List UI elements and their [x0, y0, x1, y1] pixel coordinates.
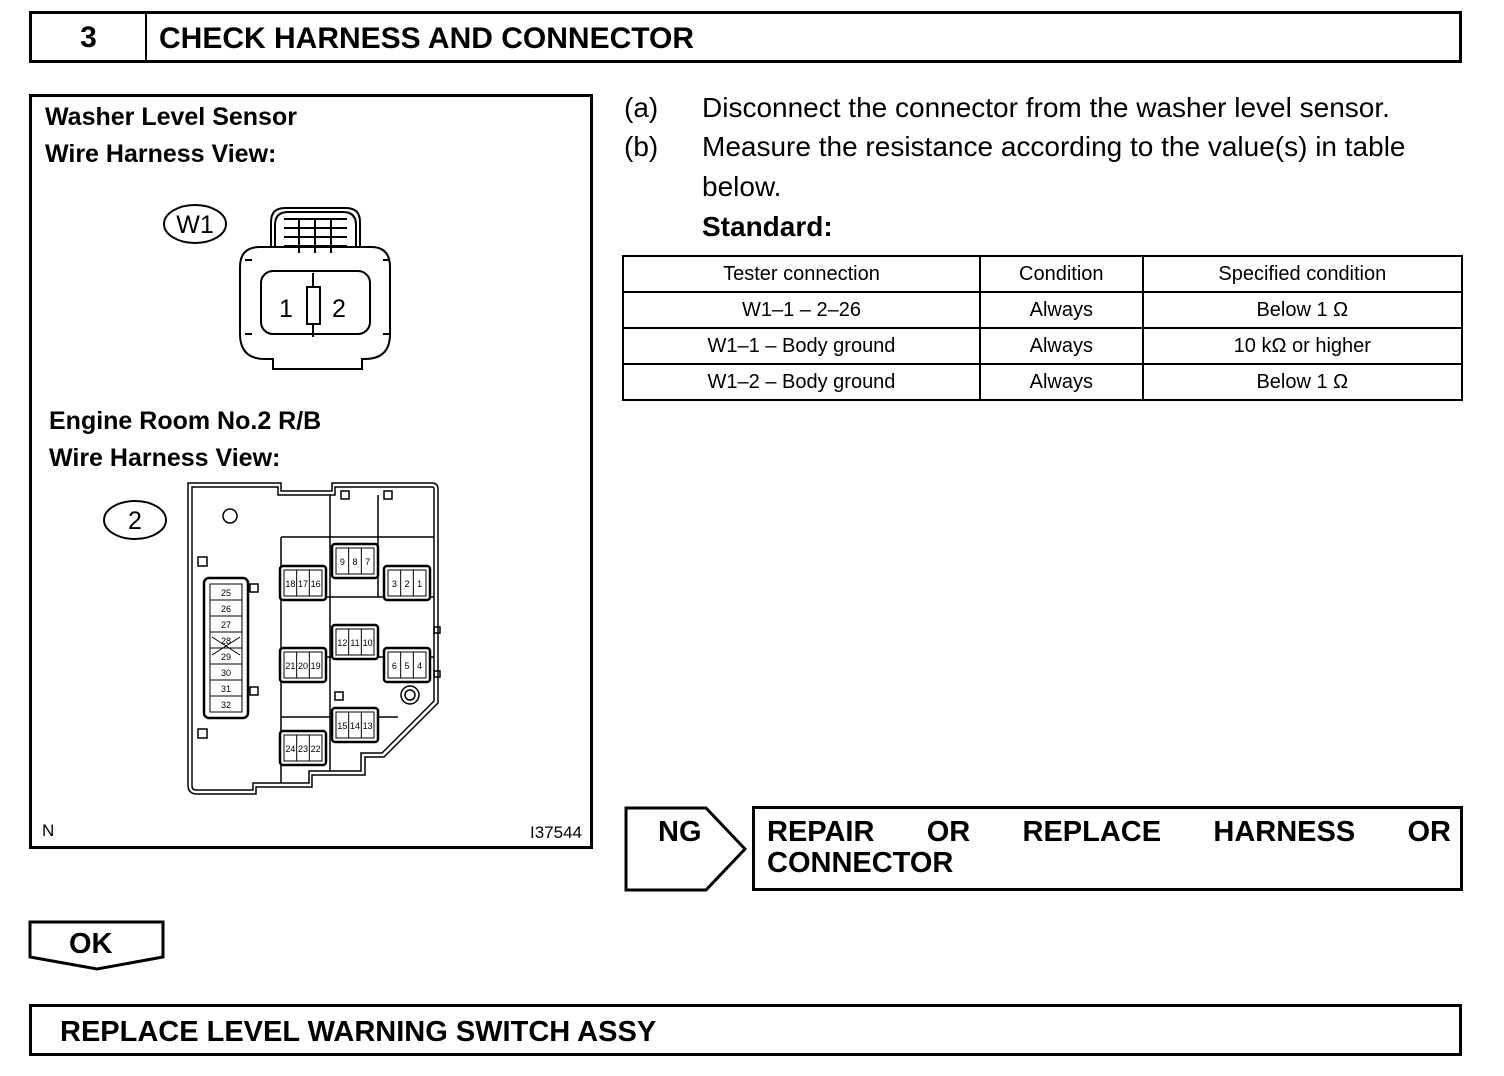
- connector-illustration: W1 1 2 2: [103, 204, 441, 795]
- table-cell: Always: [978, 363, 1144, 401]
- step-header: 3 CHECK HARNESS AND CONNECTOR: [29, 11, 1462, 63]
- sensor-title-line2: Wire Harness View:: [45, 140, 277, 168]
- rb-pin-label: 25: [221, 588, 231, 598]
- table-row: W1–1 – Body ground Always 10 kΩ or highe…: [622, 327, 1464, 365]
- washer-sensor-connector: [239, 207, 391, 370]
- rb-pin-label: 6: [392, 661, 397, 671]
- rb-pin-label: 28: [221, 636, 231, 646]
- ng-result-text: REPAIR OR REPLACE HARNESS OR CONNECTOR: [767, 816, 1451, 879]
- rb-pin-label: 27: [221, 620, 231, 630]
- step-b: (b) Measure the resistance according to …: [624, 127, 1474, 207]
- rb-pin-label: 2: [404, 579, 409, 589]
- step-a-letter: (a): [624, 92, 659, 123]
- table-cell: Always: [978, 327, 1144, 365]
- rb-pin-label: 1: [417, 579, 422, 589]
- table-cell: Below 1 Ω: [1141, 363, 1464, 401]
- w1-code-label: W1: [176, 211, 214, 239]
- table-cell: Always: [978, 291, 1144, 329]
- rb-title-line2: Wire Harness View:: [49, 444, 281, 472]
- figure-corner-mark: N: [42, 821, 55, 840]
- table-cell: W1–1 – 2–26: [622, 291, 981, 329]
- step-a-text: Disconnect the connector from the washer…: [702, 92, 1390, 123]
- rb-pin-label: 32: [221, 700, 231, 710]
- rb-pin-label: 7: [365, 557, 370, 567]
- ok-label: OK: [69, 928, 113, 960]
- sensor-title-line1: Washer Level Sensor: [45, 103, 297, 131]
- table-cell: Below 1 Ω: [1141, 291, 1464, 329]
- rb-pin-label: 29: [221, 652, 231, 662]
- rb-pin-label: 14: [350, 721, 360, 731]
- step-number: 3: [32, 14, 147, 60]
- rb-pin-label: 5: [404, 661, 409, 671]
- rb-pin-label: 15: [337, 721, 347, 731]
- table-header: Tester connection: [622, 255, 981, 293]
- rb-pin-label: 8: [352, 557, 357, 567]
- rb-title-line1: Engine Room No.2 R/B: [49, 407, 322, 435]
- final-action-text: REPLACE LEVEL WARNING SWITCH ASSY: [60, 1016, 657, 1048]
- rb-pin-label: 13: [363, 721, 373, 731]
- rb-pin-label: 30: [221, 668, 231, 678]
- table-header: Specified condition: [1141, 255, 1464, 293]
- rb-pin-label: 4: [417, 661, 422, 671]
- table-cell: W1–2 – Body ground: [622, 363, 981, 401]
- table-header: Condition: [978, 255, 1144, 293]
- w1-pin-2: 2: [332, 295, 346, 323]
- step-b-text: Measure the resistance according to the …: [702, 131, 1406, 202]
- rb-pin-label: 12: [337, 638, 347, 648]
- rb-pin-label: 24: [285, 744, 295, 754]
- resistance-table: Tester connection Condition Specified co…: [622, 255, 1464, 401]
- table-cell: 10 kΩ or higher: [1141, 327, 1464, 365]
- rb-pin-label: 11: [350, 638, 359, 648]
- ng-result-box: REPAIR OR REPLACE HARNESS OR CONNECTOR: [752, 806, 1463, 891]
- rb-pin-label: 23: [298, 744, 308, 754]
- rb-pin-label: 31: [221, 684, 231, 694]
- rb-pin-label: 18: [285, 579, 295, 589]
- ng-label: NG: [658, 816, 702, 848]
- table-row: W1–2 – Body ground Always Below 1 Ω: [622, 363, 1464, 401]
- rb-pin-label: 16: [311, 579, 321, 589]
- table-row: W1–1 – 2–26 Always Below 1 Ω: [622, 291, 1464, 329]
- rb-pin-label: 9: [340, 557, 345, 567]
- rb-pin-label: 21: [285, 661, 295, 671]
- rb-pin-label: 20: [298, 661, 308, 671]
- ok-arrow-shape: [28, 920, 165, 971]
- ng-arrow-shape: [624, 806, 748, 892]
- rb-left-column-connector: 25 26 27 28 29 30 31 32: [202, 576, 250, 720]
- final-action-box: REPLACE LEVEL WARNING SWITCH ASSY: [29, 1004, 1462, 1056]
- step-title: CHECK HARNESS AND CONNECTOR: [159, 22, 695, 55]
- step-b-letter: (b): [624, 131, 659, 162]
- connector-figure: W1 1 2 2: [29, 94, 593, 849]
- rb-code-label: 2: [128, 507, 142, 535]
- w1-code-circle: [163, 204, 227, 244]
- table-cell: W1–1 – Body ground: [622, 327, 981, 365]
- rb-pin-label: 22: [311, 744, 321, 754]
- illustration-id: I37544: [530, 823, 582, 842]
- rb-pin-label: 3: [392, 579, 397, 589]
- ok-arrow: OK: [28, 920, 166, 972]
- step-a: (a) Disconnect the connector from the wa…: [624, 88, 1474, 128]
- ng-arrow: NG: [624, 806, 748, 892]
- rb-code-circle: [103, 500, 167, 540]
- w1-pin-1: 1: [279, 295, 293, 323]
- rb-pin-label: 10: [363, 638, 373, 648]
- standard-label: Standard:: [702, 211, 833, 242]
- rb-pin-label: 26: [221, 604, 231, 614]
- rb-pin-label: 17: [298, 579, 308, 589]
- rb-pin-label: 19: [311, 661, 321, 671]
- table-header-row: Tester connection Condition Specified co…: [622, 255, 1464, 293]
